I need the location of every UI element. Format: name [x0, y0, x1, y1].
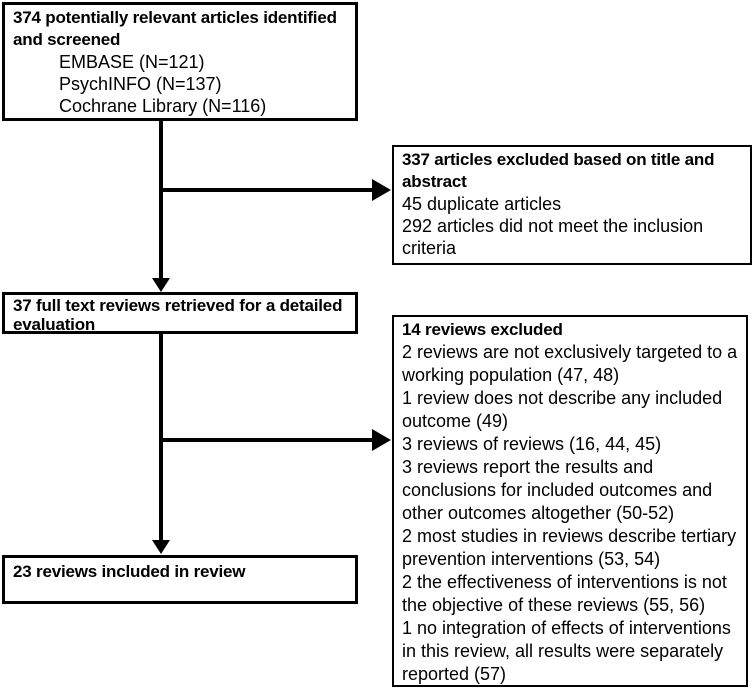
exclusion-reason: 2 the effectiveness of interventions is … [402, 572, 727, 615]
source-cochrane: Cochrane Library (N=116) [59, 96, 267, 116]
connector-fulltext-to-included [159, 334, 163, 540]
exclusion-reason: 3 reviews of reviews (16, 44, 45) [402, 434, 662, 454]
source-psychinfo: PsychINFO (N=137) [59, 74, 222, 94]
connector-to-excluded-abstract [161, 188, 373, 192]
exclusion-reason: 292 articles did not meet the inclusion … [402, 216, 704, 258]
arrowhead-right-to-excluded-abstract [372, 179, 391, 201]
exclusion-reason: 2 most studies in reviews describe terti… [402, 526, 737, 569]
box-fulltext-retrieved: 37 full text reviews retrieved for a det… [2, 292, 358, 334]
arrowhead-down-to-included [152, 540, 170, 554]
excluded-abstract-title: 337 articles excluded based on title and… [402, 150, 715, 191]
connector-to-excluded-reviews [161, 438, 373, 442]
exclusion-reason: 45 duplicate articles [402, 194, 562, 214]
box-included-review: 23 reviews included in review [2, 555, 358, 604]
exclusion-reason: 3 reviews report the results and conclus… [402, 457, 713, 523]
connector-screened-to-fulltext [159, 121, 163, 278]
exclusion-reason: 1 no integration of effects of intervent… [402, 618, 731, 684]
box-identified-screened: 374 potentially relevant articles identi… [2, 2, 358, 121]
arrowhead-down-to-fulltext [152, 278, 170, 292]
fulltext-title: 37 full text reviews retrieved for a det… [13, 296, 343, 334]
arrowhead-right-to-excluded-reviews [372, 429, 391, 451]
exclusion-reason: 1 review does not describe any included … [402, 388, 723, 431]
included-title: 23 reviews included in review [13, 562, 246, 581]
identified-title: 374 potentially relevant articles identi… [13, 8, 337, 49]
box-excluded-reviews: 14 reviews excluded 2 reviews are not ex… [392, 315, 748, 687]
excluded-reviews-title: 14 reviews excluded [402, 320, 563, 339]
source-embase: EMBASE (N=121) [59, 52, 205, 72]
exclusion-reason: 2 reviews are not exclusively targeted t… [402, 342, 738, 385]
box-excluded-title-abstract: 337 articles excluded based on title and… [392, 145, 752, 265]
